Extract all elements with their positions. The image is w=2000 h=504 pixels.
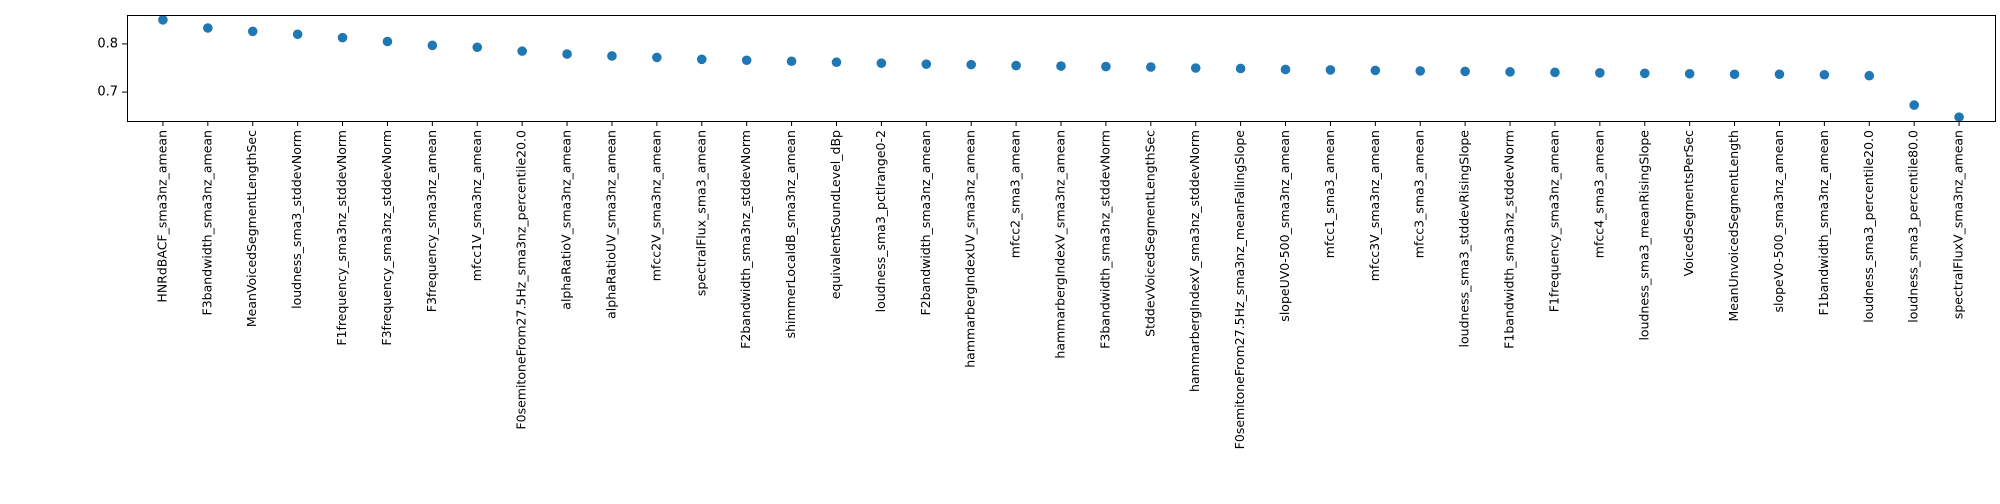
data-point-2 — [203, 23, 213, 33]
x-tick-label: mfcc2V_sma3nz_amean — [648, 130, 663, 281]
x-tick-label: F1frequency_sma3nz_stddevNorm — [334, 130, 349, 346]
x-tick-label: HNRdBACF_sma3nz_amean — [154, 130, 169, 303]
x-tick-label: mfcc1_sma3_amean — [1322, 130, 1337, 258]
data-point-21 — [1056, 61, 1066, 71]
data-point-5 — [337, 32, 348, 43]
x-tick-label: F3frequency_sma3nz_amean — [424, 130, 439, 312]
y-axis: 0.7 0.8 — [97, 36, 127, 100]
x-tick-label: F1frequency_sma3nz_amean — [1546, 130, 1561, 312]
x-tick-label: loudness_sma3_stddevRisingSlope — [1457, 130, 1472, 348]
x-tick-label: StddevVoicedSegmentLengthSec — [1142, 130, 1157, 337]
x-tick-label: slopeV0-500_sma3nz_amean — [1771, 130, 1786, 313]
data-point-7 — [427, 40, 438, 51]
data-point-35 — [1684, 68, 1695, 79]
data-point-3 — [247, 26, 258, 37]
data-point-39 — [1864, 70, 1875, 81]
x-tick-label: spectralFluxV_sma3nz_amean — [1951, 130, 1966, 319]
x-tick-label: loudness_sma3_pctlrange0-2 — [873, 130, 888, 312]
data-point-17 — [876, 58, 887, 68]
x-tick-label: hammarbergIndexV_sma3nz_stddevNorm — [1187, 130, 1202, 392]
x-tick-label: MeanUnvoicedSegmentLength — [1726, 130, 1741, 322]
x-tick-label: F1bandwidth_sma3nz_amean — [1816, 130, 1831, 315]
x-tick-label: F2bandwidth_sma3nz_amean — [918, 130, 933, 315]
data-point-11 — [607, 51, 617, 61]
x-tick-label: equivalentSoundLevel_dBp — [828, 130, 843, 299]
x-tick-label: hammarbergIndexV_sma3nz_amean — [1053, 130, 1068, 359]
x-tick-label: loudness_sma3_percentile20.0 — [1861, 130, 1876, 323]
data-point-1 — [158, 15, 168, 25]
data-point-34 — [1639, 68, 1650, 79]
data-point-12 — [652, 52, 662, 63]
x-tick-label: slopeUV0-500_sma3nz_amean — [1277, 130, 1292, 322]
data-point-28 — [1370, 65, 1381, 76]
data-point-18 — [921, 59, 932, 69]
data-point-15 — [786, 56, 797, 67]
data-point-6 — [382, 36, 393, 47]
y-tick-label: 0.7 — [97, 85, 118, 100]
x-tick-label: F3frequency_sma3nz_stddevNorm — [379, 130, 394, 346]
x-tick-label: loudness_sma3_stddevNorm — [289, 130, 304, 309]
data-point-13 — [696, 54, 707, 65]
data-point-37 — [1774, 69, 1785, 80]
x-tick-label: alphaRatioUV_sma3nz_amean — [603, 130, 618, 319]
plot-frame — [127, 15, 1996, 122]
data-point-20 — [1011, 60, 1021, 71]
x-tick-label: spectralFlux_sma3_amean — [693, 130, 708, 296]
x-tick-label: F3bandwidth_sma3nz_stddevNorm — [1097, 130, 1112, 349]
x-tick-label: mfcc2_sma3_amean — [1008, 130, 1023, 258]
data-point-29 — [1415, 66, 1426, 76]
x-tick-label: MeanVoicedSegmentLengthSec — [244, 130, 259, 327]
x-tick-label: mfcc4_sma3_amean — [1591, 130, 1606, 258]
y-tick-label: 0.8 — [97, 36, 118, 51]
data-point-10 — [562, 49, 572, 59]
x-axis: HNRdBACF_sma3nz_amean F3bandwidth_sma3nz_… — [154, 121, 1966, 450]
data-point-41 — [1954, 112, 1964, 122]
data-point-23 — [1146, 62, 1156, 72]
x-tick-label: loudness_sma3_percentile80.0 — [1906, 130, 1921, 323]
data-point-38 — [1819, 69, 1830, 80]
data-point-27 — [1325, 65, 1336, 75]
data-point-22 — [1101, 61, 1111, 72]
x-tick-label: F1bandwidth_sma3nz_stddevNorm — [1502, 130, 1517, 349]
x-tick-label: F2bandwidth_sma3nz_stddevNorm — [738, 130, 753, 349]
data-point-19 — [966, 59, 976, 70]
x-tick-label: alphaRatioV_sma3nz_amean — [559, 130, 574, 310]
x-tick-label: mfcc1V_sma3nz_amean — [469, 130, 484, 281]
x-tick-label: mfcc3V_sma3nz_amean — [1367, 130, 1382, 281]
data-point-36 — [1729, 69, 1740, 80]
data-point-16 — [831, 57, 842, 68]
data-points-layer — [158, 15, 1964, 122]
data-point-40 — [1909, 100, 1919, 110]
data-point-4 — [292, 29, 303, 40]
x-tick-label: VoicedSegmentsPerSec — [1681, 130, 1696, 277]
x-tick-label: F0semitoneFrom27.5Hz_sma3nz_percentile20… — [514, 130, 529, 430]
x-tick-label: F3bandwidth_sma3nz_amean — [199, 130, 214, 315]
x-tick-label: mfcc3_sma3_amean — [1412, 130, 1427, 258]
data-point-31 — [1505, 67, 1515, 77]
data-point-8 — [472, 42, 483, 53]
data-point-14 — [741, 55, 752, 66]
x-tick-label: shimmerLocaldB_sma3nz_amean — [783, 130, 798, 338]
data-point-9 — [517, 46, 527, 56]
data-point-32 — [1550, 67, 1560, 78]
x-tick-label: loudness_sma3_meanRisingSlope — [1636, 130, 1651, 341]
x-tick-label: hammarbergIndexUV_sma3nz_amean — [963, 130, 978, 368]
data-point-33 — [1595, 68, 1605, 78]
data-point-30 — [1460, 66, 1470, 77]
x-tick-label: F0semitoneFrom27.5Hz_sma3nz_meanFallingS… — [1232, 130, 1247, 450]
data-point-24 — [1190, 63, 1201, 73]
data-point-26 — [1280, 64, 1291, 75]
data-point-25 — [1235, 63, 1246, 74]
